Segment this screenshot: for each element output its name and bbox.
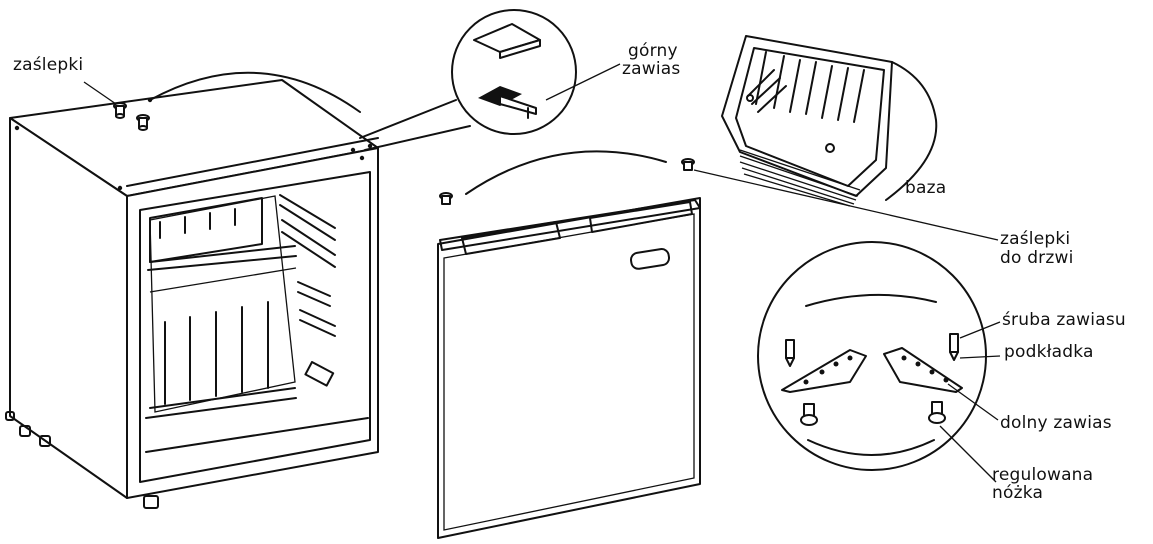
- label-top-hinge-line2: zawias: [622, 59, 681, 79]
- top-hinge-zoom: [359, 9, 621, 151]
- label-door-plugs-line1: zaślepki: [1000, 229, 1071, 249]
- label-base: baza: [905, 178, 947, 198]
- label-top-hinge-line1: górny: [628, 41, 678, 61]
- fridge-cabinet: [5, 79, 379, 509]
- bottom-hinge-zoom: [757, 241, 1001, 483]
- label-adjustable-foot-line2: nóżka: [992, 483, 1044, 503]
- label-top-plugs: zaślepki: [13, 55, 84, 75]
- label-hinge-screw: śruba zawiasu: [1002, 310, 1126, 330]
- base-detail: [721, 35, 938, 207]
- top-cover-plugs: [83, 81, 150, 131]
- door-swing-arc-top: [149, 71, 361, 113]
- label-adjustable-foot-line1: regulowana: [992, 465, 1094, 485]
- door-swing-arc: [465, 150, 667, 195]
- label-door-plugs-line2: do drzwi: [1000, 248, 1074, 268]
- label-washer: podkładka: [1004, 342, 1094, 362]
- label-bottom-hinge: dolny zawias: [1000, 413, 1112, 433]
- fridge-door: [437, 150, 999, 539]
